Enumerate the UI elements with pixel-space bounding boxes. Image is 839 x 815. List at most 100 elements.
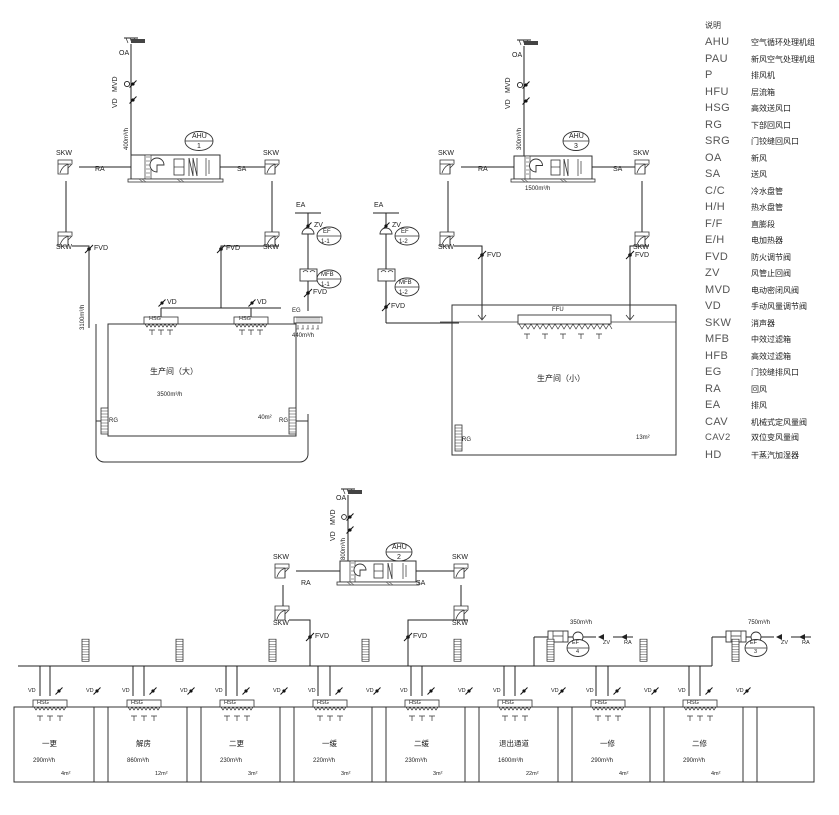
- legend-code: SRG: [705, 135, 731, 147]
- ef4-flow: 350m³/h: [570, 620, 593, 626]
- ef-tag-1-bottom: 1-1: [321, 239, 330, 245]
- vd-label-left: VD: [112, 98, 119, 108]
- fvd-bottom-2: FVD: [413, 633, 427, 640]
- oa-label-right: OA: [512, 52, 523, 59]
- legend-code: HD: [705, 448, 722, 461]
- eg-label-left: EG: [292, 308, 301, 314]
- return-grille: [453, 638, 462, 662]
- vd-marker: [465, 687, 473, 695]
- legend-description: 风管止回阀: [751, 269, 791, 278]
- room-vd-label: VD: [180, 688, 188, 694]
- ffu-label: FFU: [552, 307, 564, 313]
- room-area: 3m²: [433, 771, 443, 777]
- diffuser-tee: [326, 715, 334, 722]
- room-vd-label: VD: [122, 688, 130, 694]
- room-name: 二缓: [414, 739, 429, 748]
- diffuser-tee: [686, 715, 694, 722]
- vd-branch-left-2: VD: [257, 299, 267, 306]
- room-vd-label: VD: [308, 688, 316, 694]
- fvd-left-3: FVD: [313, 289, 327, 296]
- vd-label-bottom: VD: [330, 531, 337, 541]
- legend-description: 冷水盘管: [751, 186, 783, 196]
- legend-description: 新风空气处理机组: [751, 54, 815, 64]
- legend-code: RG: [705, 118, 723, 131]
- diffuser-tee: [150, 715, 158, 722]
- fvd-left-2: FVD: [226, 245, 240, 252]
- room-vd-label: VD: [586, 688, 594, 694]
- mfb-tag-1-top: MFB: [321, 272, 334, 278]
- ef-tag-2-bottom: 1-2: [399, 239, 408, 245]
- vd-marker: [149, 687, 157, 695]
- room-area-large: 40m²: [258, 415, 272, 421]
- room-flow: 220m³/h: [313, 758, 336, 764]
- ef4-zv: ZV: [603, 640, 611, 646]
- ea-label-2: EA: [374, 202, 384, 209]
- room-flow: 290m³/h: [33, 758, 56, 764]
- return-grille: [175, 638, 184, 662]
- vd-marker: [335, 687, 343, 695]
- legend-description: 新风: [751, 153, 767, 163]
- hsg-left-1: HSG: [149, 316, 161, 322]
- ef3-tag-bottom: 3: [754, 649, 758, 655]
- diffuser-tee: [130, 715, 138, 722]
- legend-description: 干蒸汽加湿器: [751, 450, 799, 460]
- room-name: 退出通道: [499, 739, 529, 748]
- diffuser-tee: [594, 715, 602, 722]
- room-area: 22m²: [526, 771, 539, 777]
- room-supply-label: HSG: [224, 700, 236, 706]
- vd-marker: [242, 687, 250, 695]
- zv-label-2: ZV: [392, 222, 401, 229]
- vd-marker: [558, 687, 566, 695]
- room-name: 二修: [692, 739, 707, 748]
- mvd-label-left: MVD: [112, 76, 119, 92]
- mfb-tag-1-bottom: 1-1: [321, 282, 330, 288]
- ahu1-tag-bottom: 1: [197, 143, 201, 150]
- oa-flow-left: 400m³/h: [124, 127, 130, 150]
- legend-code: P: [705, 69, 713, 81]
- room-vd-label: VD: [458, 688, 466, 694]
- oa-label-left: OA: [119, 50, 130, 57]
- legend-code: RA: [705, 382, 722, 395]
- legend-code: VD: [705, 300, 722, 312]
- legend-code: EA: [705, 399, 721, 411]
- rg-left-2: RG: [279, 418, 288, 424]
- vd-marker: [93, 687, 101, 695]
- legend-description: 门铰缝排风口: [751, 368, 799, 377]
- return-grille: [546, 638, 555, 662]
- ahu2-tag-bottom: 2: [397, 554, 401, 561]
- legend-code: FVD: [705, 250, 729, 263]
- room-area: 12m²: [155, 771, 168, 777]
- legend-description: 消声器: [751, 318, 775, 328]
- legend-title: 说明: [705, 21, 721, 30]
- ef4-tag-top: EF: [572, 640, 580, 646]
- diffuser-tee: [428, 715, 436, 722]
- room-vd-label: VD: [493, 688, 501, 694]
- skw-bottom-3: SKW: [273, 620, 289, 627]
- ra-label-bottom: RA: [301, 580, 311, 587]
- ef-tag-1-top: EF: [323, 229, 331, 235]
- room-name: 一缓: [322, 739, 337, 748]
- legend-description: 热水盘管: [751, 203, 783, 212]
- skw-right-4: SKW: [633, 244, 649, 251]
- return-grille: [639, 638, 648, 662]
- ahu2-tag-top: AHU: [392, 544, 407, 551]
- mvd-label-bottom: MVD: [330, 509, 337, 525]
- ef3-tag-top: EF: [750, 640, 758, 646]
- room-area: 4m²: [619, 771, 629, 777]
- fvd-right-1: FVD: [487, 252, 501, 259]
- sa-label-right: SA: [613, 166, 623, 173]
- diffuser-tee: [36, 715, 44, 722]
- vd-marker: [280, 687, 288, 695]
- legend-code: E/H: [705, 234, 725, 246]
- hsg-left-2: HSG: [239, 316, 251, 322]
- room-flow: 290m³/h: [683, 758, 706, 764]
